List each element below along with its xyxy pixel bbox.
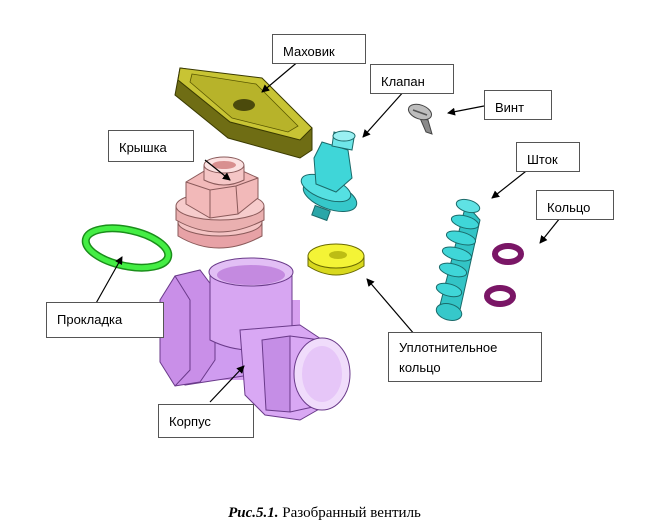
label-ring: Кольцо <box>536 190 614 220</box>
leader-body <box>209 365 245 403</box>
figure-number: Рис.5.1. <box>228 505 279 521</box>
label-seal-ring: Уплотнительное кольцо <box>388 332 542 382</box>
small-rings-part <box>484 243 524 307</box>
leader-cover <box>204 159 231 181</box>
label-stem: Шток <box>516 142 580 172</box>
leader-ring <box>539 217 561 244</box>
label-gasket: Прокладка <box>46 302 164 338</box>
leader-stem <box>491 167 531 199</box>
screw-part <box>407 103 433 135</box>
leader-gasket <box>94 256 123 306</box>
cover-part <box>175 156 265 249</box>
label-cover: Крышка <box>108 130 194 162</box>
gasket-part <box>81 224 173 272</box>
leader-lines <box>94 59 561 403</box>
seal-ring-part <box>307 243 365 276</box>
leader-valve <box>362 89 406 138</box>
valve-part <box>300 130 358 222</box>
body-part <box>159 257 351 421</box>
flywheel-part <box>174 67 313 159</box>
label-valve: Клапан <box>370 64 454 94</box>
leader-screw <box>447 105 485 116</box>
label-screw: Винт <box>484 90 552 120</box>
leader-flywheel <box>261 59 301 93</box>
figure-title: Разобранный вентиль <box>282 505 421 521</box>
leader-seal-ring <box>366 278 416 336</box>
label-flywheel: Маховик <box>272 34 366 64</box>
label-body: Корпус <box>158 404 254 438</box>
figure-caption: Рис.5.1. Разобранный вентиль <box>0 505 649 522</box>
stem-part <box>435 198 481 321</box>
